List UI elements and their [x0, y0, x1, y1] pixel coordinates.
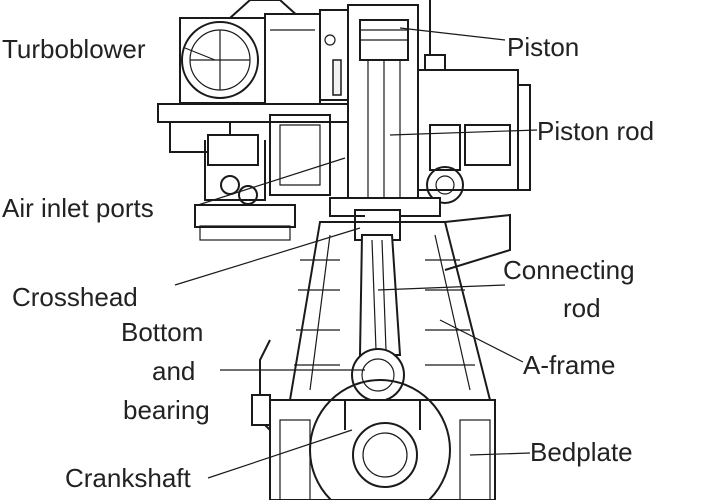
bottom-end-bearing-label-line3: bearing [123, 395, 210, 425]
piston-label: Piston [507, 32, 580, 62]
crosshead-drawing [329, 197, 441, 241]
turboblower-label: Turboblower [2, 34, 146, 64]
turboblower-drawing [179, 0, 351, 105]
leader-lines [174, 27, 538, 479]
a-frame-label: A-frame [523, 350, 616, 380]
bottom-end-bearing-label-line1: Bottom [121, 317, 204, 347]
upper-frame-drawing [157, 103, 359, 241]
connecting-rod-label-line2: rod [563, 293, 601, 323]
fuel-pump-drawing [417, 69, 531, 204]
air-inlet-ports-label: Air inlet ports [2, 193, 154, 223]
bedplate-drawing [251, 339, 496, 500]
connecting-rod-drawing [351, 234, 405, 402]
crankshaft-label: Crankshaft [65, 463, 191, 493]
connecting-rod-label-line1: Connecting [503, 255, 635, 285]
bedplate-label: Bedplate [530, 437, 633, 467]
cylinder-drawing [347, 0, 446, 201]
crosshead-label: Crosshead [12, 282, 138, 312]
piston-rod-label: Piston rod [537, 116, 655, 146]
bottom-end-bearing-label-line2: and [152, 356, 196, 386]
